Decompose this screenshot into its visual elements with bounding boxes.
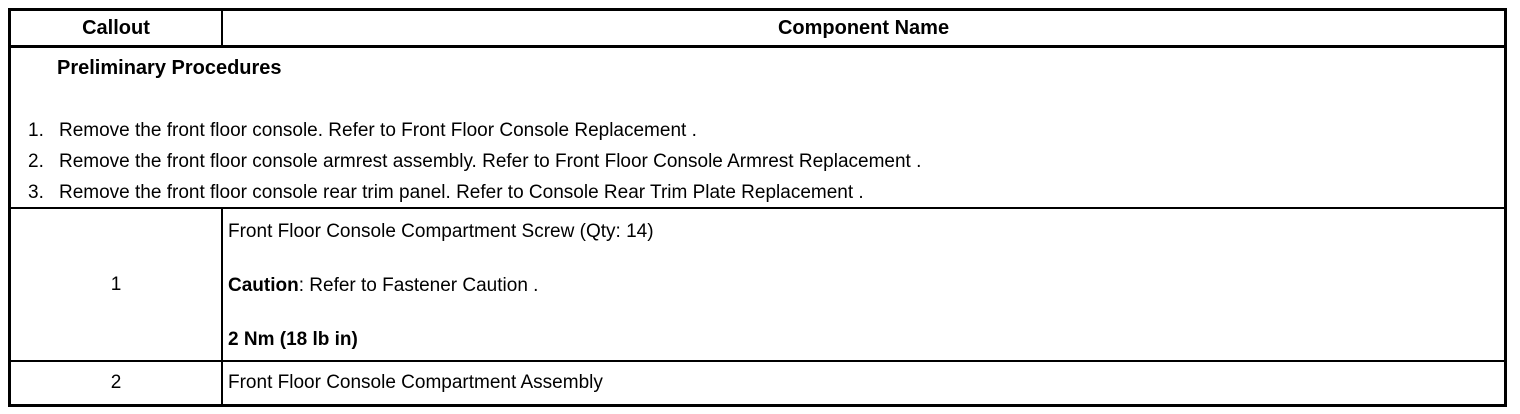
header-callout: Callout xyxy=(11,11,223,45)
component-cell: Front Floor Console Compartment Assembly xyxy=(223,362,1504,404)
preliminary-step-2: 2. Remove the front floor console armres… xyxy=(11,146,1504,177)
component-name-text: Front Floor Console Compartment Assembly xyxy=(228,372,603,393)
preliminary-steps-list: 1. Remove the front floor console. Refer… xyxy=(11,115,1504,208)
preliminary-step-3: 3. Remove the front floor console rear t… xyxy=(11,177,1504,208)
component-cell: Front Floor Console Compartment Screw (Q… xyxy=(223,209,1504,360)
step-text: Remove the front floor console. Refer to… xyxy=(59,120,697,141)
torque-spec: 2 Nm (18 lb in) xyxy=(228,329,358,350)
header-component-name: Component Name xyxy=(777,16,950,39)
step-text: Remove the front floor console armrest a… xyxy=(59,151,922,172)
component-name-text: Front Floor Console Compartment Screw (Q… xyxy=(228,221,654,242)
caution-label: Caution xyxy=(228,275,299,296)
preliminary-step-1: 1. Remove the front floor console. Refer… xyxy=(11,115,1504,146)
step-text: Remove the front floor console rear trim… xyxy=(59,182,864,203)
component-table: Callout Component Name Preliminary Proce… xyxy=(8,8,1507,407)
step-number: 3. xyxy=(28,182,44,203)
callout-number: 2 xyxy=(110,372,122,393)
table-row-callout-1: 1 Front Floor Console Compartment Screw … xyxy=(11,209,1504,362)
preliminary-procedures-title: Preliminary Procedures xyxy=(57,57,282,79)
caution-note: Caution: Refer to Fastener Caution . xyxy=(228,275,1494,297)
step-number: 2. xyxy=(28,151,44,172)
table-row-callout-2: 2 Front Floor Console Compartment Assemb… xyxy=(11,362,1504,404)
callout-number: 1 xyxy=(110,273,122,295)
preliminary-procedures-section: Preliminary Procedures 1. Remove the fro… xyxy=(11,48,1504,209)
caution-text: : Refer to Fastener Caution . xyxy=(298,275,539,296)
table-header-row: Callout Component Name xyxy=(11,11,1504,48)
step-number: 1. xyxy=(28,120,44,141)
